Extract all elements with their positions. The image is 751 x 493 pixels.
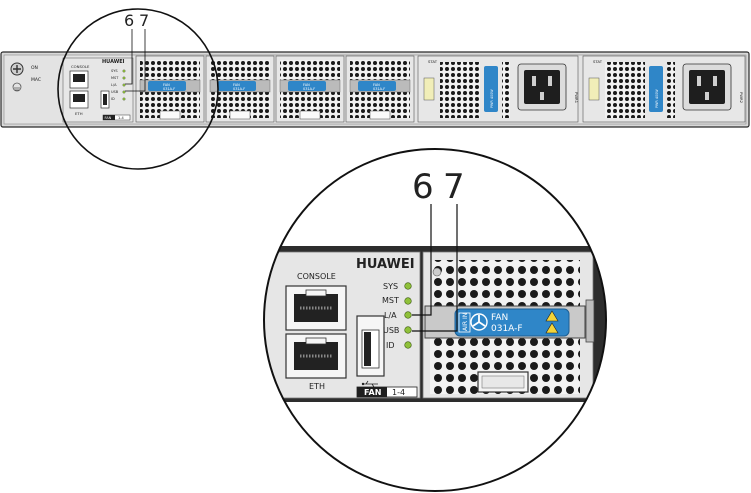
- fan-tag-small: FAN: [105, 116, 112, 120]
- fan-range-small: 1-4: [118, 116, 124, 120]
- magnifier-circle-large: [263, 148, 607, 492]
- psu2-model-label: PWR 400W: [655, 89, 659, 108]
- psu1-pwr-label: PWR1: [574, 92, 579, 104]
- console-label: CONSOLE: [297, 272, 336, 281]
- fan3-label: FAN: [303, 83, 310, 87]
- leader-7-small: [125, 29, 146, 92]
- fan2-model: 031A-F: [233, 87, 245, 91]
- usb-symbol-icon: [361, 380, 378, 388]
- power-supply-1: STAT PWR 400W PWR1: [417, 55, 579, 123]
- led-la-small: L/A: [111, 83, 117, 87]
- psu2-stat-label: STAT: [593, 59, 603, 64]
- led-sys-label: SYS: [383, 282, 398, 291]
- chassis-rear-view: ON MAC HUAWEI CONSOLE ETH SYS MST L/A US…: [0, 8, 750, 170]
- led-usb: [404, 326, 412, 334]
- psu1-stat-label: STAT: [428, 59, 438, 64]
- fan-module-1: FAN 031A-F: [135, 55, 205, 123]
- eth-port: [285, 333, 347, 379]
- brand-label-small: HUAWEI: [102, 59, 125, 65]
- led-mst-small: MST: [111, 76, 119, 80]
- led-id-label: ID: [386, 341, 395, 350]
- brand-label: HUAWEI: [356, 257, 415, 272]
- psu2-pwr-label: PWR2: [739, 92, 744, 104]
- eth-label-small: ETH: [75, 111, 83, 116]
- fan-model-label: 031A-F: [491, 324, 523, 334]
- callout-7: 7: [443, 167, 465, 207]
- ground-screw-icon: [10, 62, 24, 92]
- fan4-label: FAN: [373, 83, 380, 87]
- power-supply-2: STAT PWR 400W PWR2: [582, 55, 746, 123]
- led-la: [404, 311, 412, 319]
- callout-7-small: 7: [139, 11, 149, 30]
- led-mst-label: MST: [382, 296, 399, 305]
- on-label: ON: [31, 65, 38, 71]
- led-id: [404, 341, 412, 349]
- fan1-label: FAN: [163, 83, 170, 87]
- fan-module-2: FAN 031A-F: [205, 55, 275, 123]
- fan1-model: 031A-F: [163, 87, 175, 91]
- mgmt-panel-small: HUAWEI CONSOLE ETH SYS MST L/A USB ID FA: [62, 57, 134, 123]
- eth-label: ETH: [309, 382, 325, 391]
- led-usb-label: USB: [383, 326, 399, 335]
- fan-tag: FAN 1-4: [356, 386, 418, 398]
- console-port: [285, 285, 347, 331]
- airflow-side-label: AIR IN: [462, 313, 469, 331]
- led-sys-small: SYS: [111, 69, 118, 73]
- callout-6: 6: [412, 167, 434, 207]
- callout-6-small: 6: [124, 11, 134, 30]
- fan2-label: FAN: [233, 83, 240, 87]
- usb-port: [356, 315, 385, 377]
- fan-tag-label: FAN: [364, 388, 381, 397]
- led-sys: [404, 282, 412, 290]
- leader-6: [412, 204, 432, 316]
- fan3-model: 031A-F: [303, 87, 315, 91]
- led-usb-small: USB: [111, 90, 119, 94]
- fan-tag-range: 1-4: [392, 388, 405, 397]
- led-la-label: L/A: [384, 311, 397, 320]
- leader-7: [412, 204, 458, 332]
- led-id-small: ID: [111, 97, 115, 101]
- fan-module-4: FAN 031A-F: [345, 55, 415, 123]
- fan-module-3: FAN 031A-F: [275, 55, 345, 123]
- fan-rotor-icon: [470, 313, 488, 331]
- zoom-detail: AIR IN FAN 031A-F HUAWEI CONSOLE: [263, 148, 607, 492]
- led-mst: [404, 297, 412, 305]
- warning-icon: [545, 310, 559, 334]
- psu1-model-label: PWR 400W: [490, 89, 494, 108]
- mac-label: MAC: [31, 77, 41, 83]
- fan4-model: 031A-F: [373, 87, 385, 91]
- console-label-small: CONSOLE: [71, 64, 90, 69]
- leader-6-small: [125, 29, 133, 85]
- fan-label-line1: FAN: [491, 313, 508, 323]
- magnifier-circle-small: [57, 8, 219, 170]
